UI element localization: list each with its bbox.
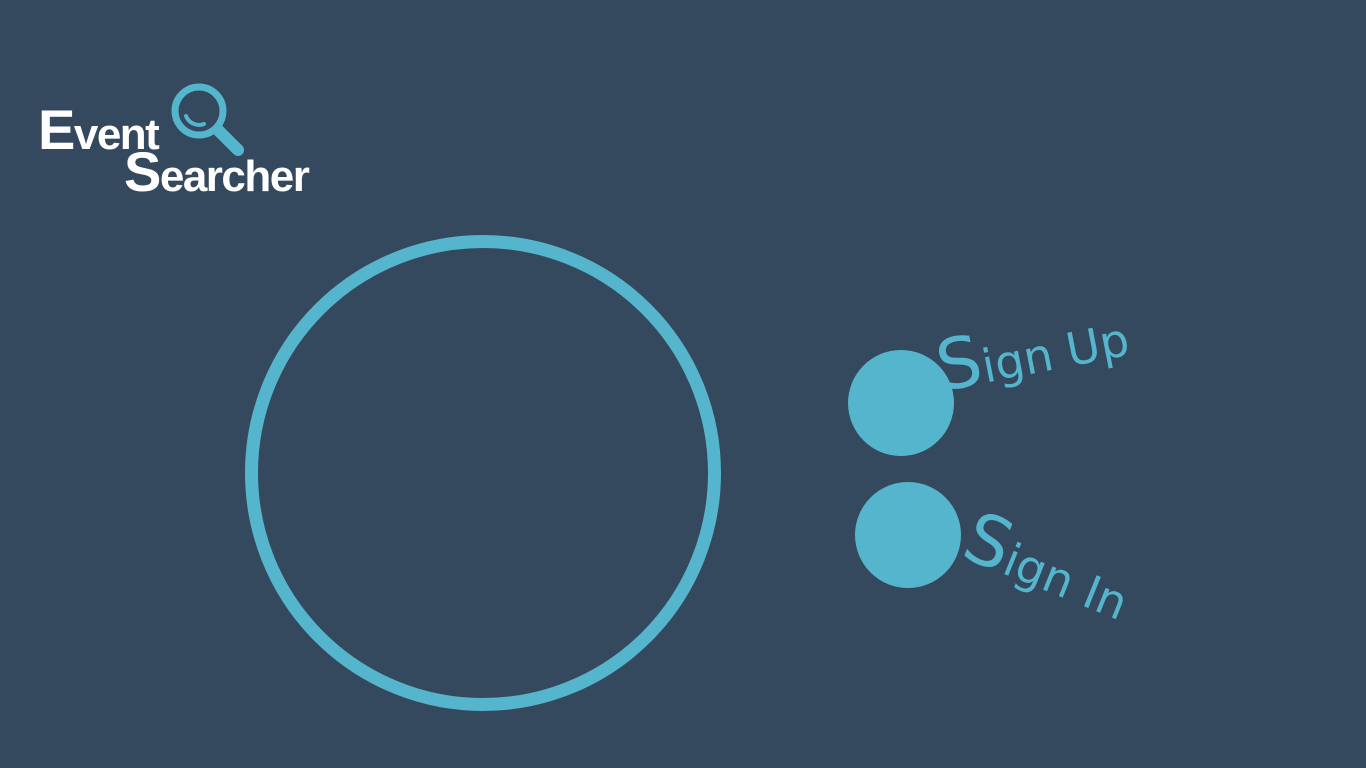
- logo-word-searcher-rest: earcher: [159, 152, 310, 201]
- magnifier-icon: [171, 83, 244, 156]
- sign-in-dot[interactable]: [855, 482, 961, 588]
- sign-in-option[interactable]: Sign In: [855, 482, 1145, 652]
- logo-word-event-initial: E: [38, 98, 75, 161]
- sign-up-dot[interactable]: [848, 350, 954, 456]
- sign-in-label-rest: ign In: [996, 532, 1136, 631]
- sign-up-option[interactable]: Sign Up: [848, 312, 1158, 460]
- sign-up-label-rest: ign Up: [977, 312, 1134, 394]
- main-circle: [245, 235, 721, 711]
- logo-word-event-rest: vent: [73, 110, 160, 159]
- logo-word-event: Event: [38, 102, 160, 159]
- app-logo: Event Searcher: [38, 78, 338, 201]
- logo-word-searcher: Searcher: [124, 144, 310, 201]
- sign-up-label[interactable]: Sign Up: [929, 296, 1134, 408]
- logo-word-searcher-initial: S: [124, 140, 161, 203]
- sign-in-label[interactable]: Sign In: [953, 496, 1142, 631]
